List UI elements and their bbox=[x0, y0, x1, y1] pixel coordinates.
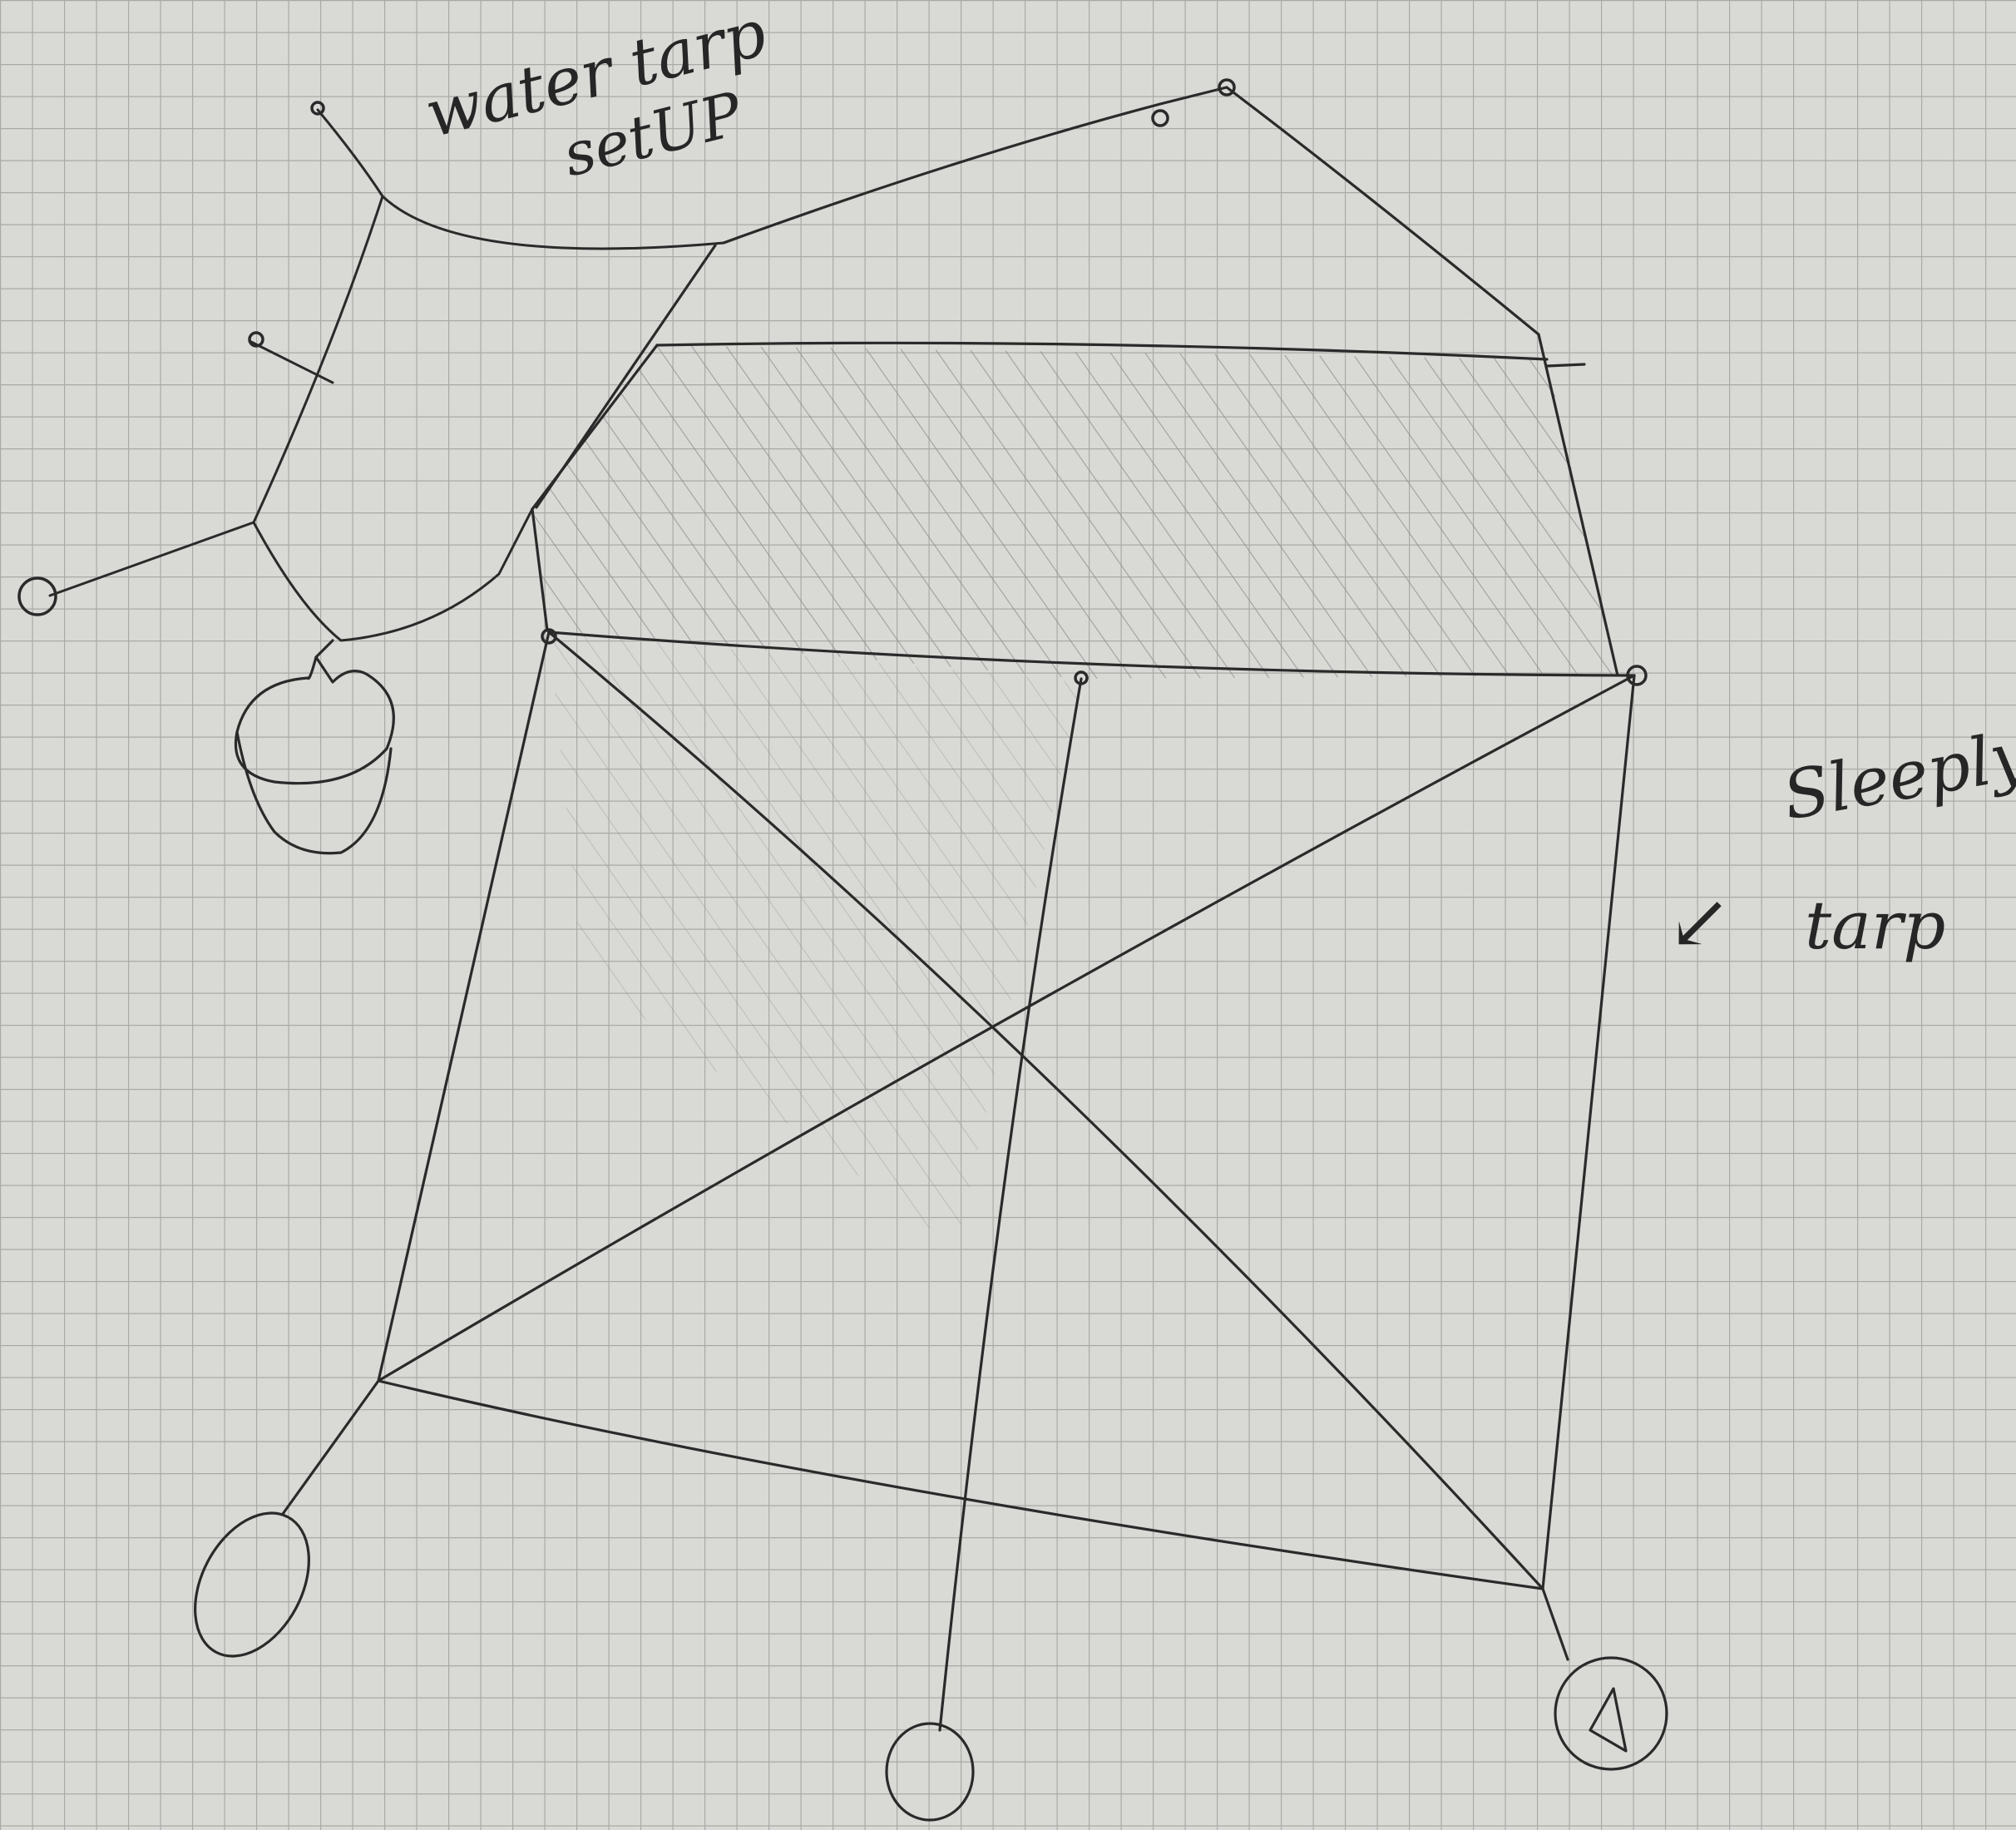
arrow-icon: ↙ bbox=[1668, 878, 1732, 967]
tarp-label: tarp bbox=[1805, 887, 1945, 964]
water-tarp-shading bbox=[532, 345, 1618, 679]
